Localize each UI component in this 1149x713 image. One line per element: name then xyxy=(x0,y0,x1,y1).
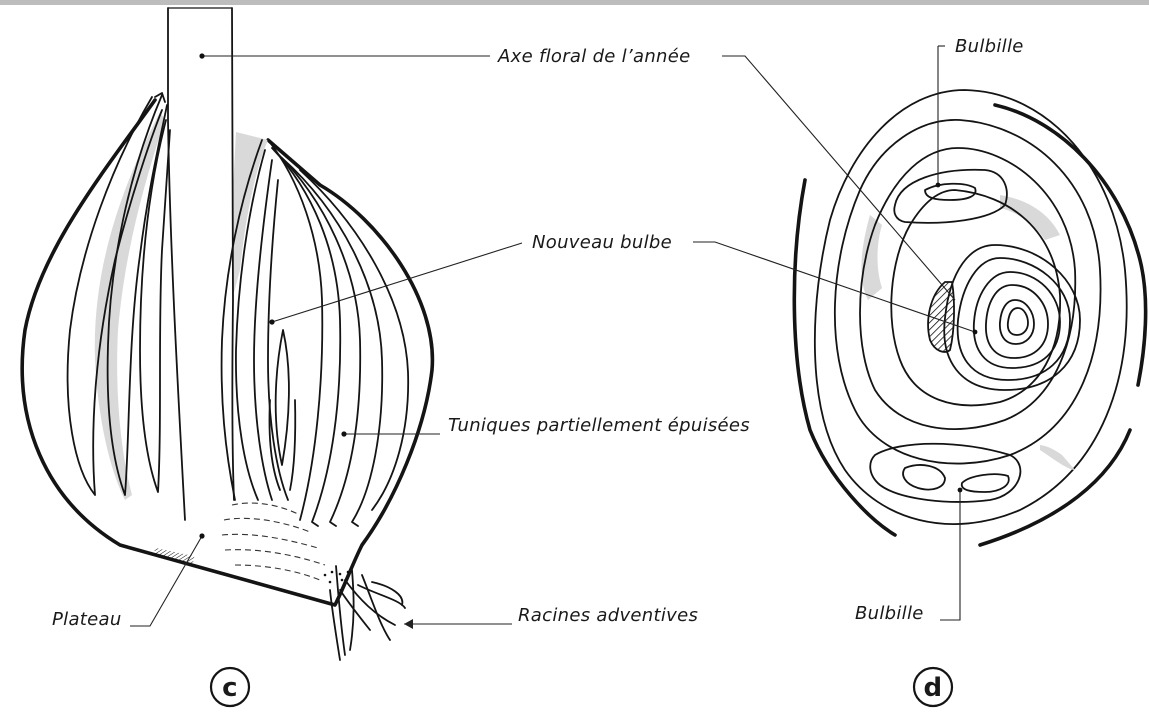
label-bulbille-top: Bulbille xyxy=(955,36,1024,57)
transverse-section xyxy=(794,90,1145,545)
panel-letter-c: c xyxy=(222,673,238,703)
stipple-right-1 xyxy=(861,215,882,300)
label-axe-floral: Axe floral de l’année xyxy=(497,46,691,67)
label-plateau: Plateau xyxy=(52,609,122,630)
label-racines: Racines adventives xyxy=(518,605,698,626)
bulbil-bottom xyxy=(870,444,1020,502)
label-bulbille-bottom: Bulbille xyxy=(855,603,924,624)
outer-tunic xyxy=(22,100,432,605)
basal-plate xyxy=(154,503,325,580)
floral-axis xyxy=(168,8,234,520)
label-tuniques: Tuniques partiellement épuisées xyxy=(448,415,750,436)
stipple-right-3 xyxy=(1040,445,1075,470)
label-nouveau-bulbe: Nouveau bulbe xyxy=(532,232,672,253)
panel-letter-d: d xyxy=(924,673,943,703)
panel-marker-c: c xyxy=(211,668,249,706)
panel-marker-d: d xyxy=(914,668,952,706)
leader-lines xyxy=(130,46,977,629)
bulbil-top xyxy=(894,170,1007,223)
longitudinal-section xyxy=(22,8,432,660)
